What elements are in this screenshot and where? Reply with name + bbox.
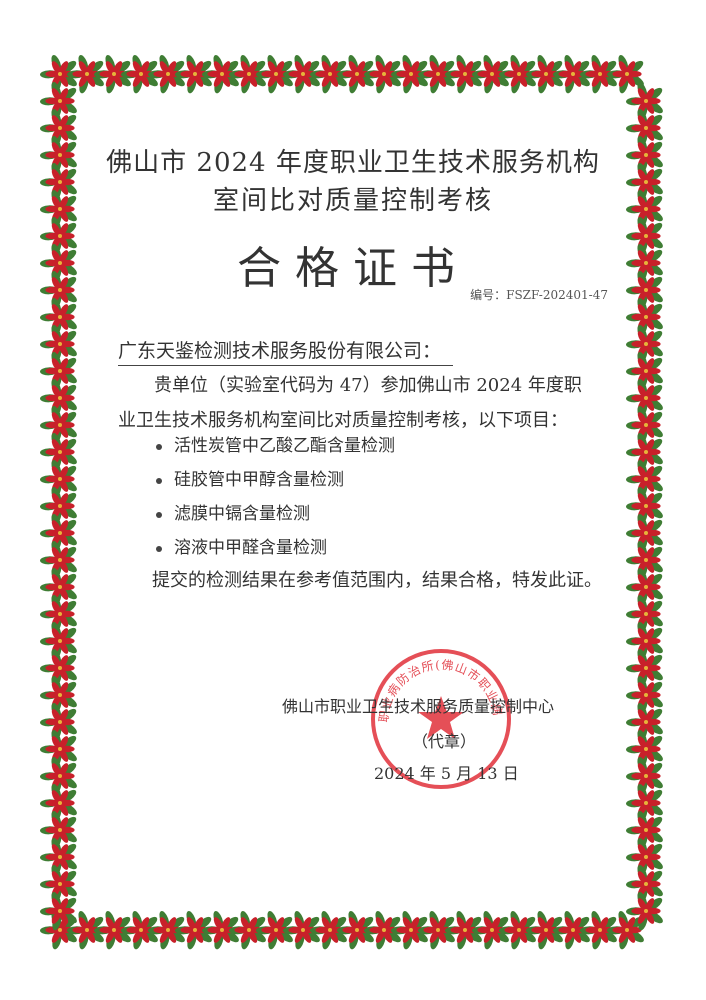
poinsettia-icon	[283, 911, 320, 950]
poinsettia-icon	[337, 55, 374, 94]
poinsettia-icon	[607, 55, 644, 94]
title-line-2: 室间比对质量控制考核	[212, 186, 493, 216]
acting-seal-note: （代章）	[412, 732, 477, 751]
poinsettia-icon	[626, 865, 663, 904]
bullet-icon	[156, 443, 162, 450]
poinsettia-icon	[391, 911, 428, 950]
poinsettia-icon	[40, 649, 77, 688]
poinsettia-icon	[40, 487, 77, 526]
poinsettia-icon	[40, 55, 77, 94]
poinsettia-icon	[626, 622, 663, 661]
title-line-1: 佛山市 2024 年度职业卫生技术服务机构	[106, 148, 600, 178]
issue-date: 2024 年 5 月 13 日	[374, 764, 519, 783]
list-item: 硅胶管中甲醇含量检测	[156, 464, 395, 498]
poinsettia-icon	[202, 911, 239, 950]
poinsettia-icon	[175, 911, 212, 950]
bullet-icon	[156, 545, 162, 552]
issuer-name: 佛山市职业卫生技术服务质量控制中心	[282, 697, 555, 716]
poinsettia-icon	[148, 911, 185, 950]
poinsettia-icon	[310, 55, 347, 94]
poinsettia-icon	[94, 911, 131, 950]
poinsettia-icon	[337, 911, 374, 950]
poinsettia-icon	[626, 703, 663, 742]
poinsettia-icon	[40, 82, 77, 121]
poinsettia-icon	[283, 55, 320, 94]
bullet-icon	[156, 477, 162, 484]
serial-number: 编号：FSZF-202401-47	[470, 288, 608, 302]
poinsettia-icon	[553, 55, 590, 94]
poinsettia-icon	[229, 55, 266, 94]
body-paragraph: 贵单位（实验室代码为 47）参加佛山市 2024 年度职业卫生技术服务机构室间比…	[118, 375, 582, 431]
poinsettia-icon	[310, 911, 347, 950]
poinsettia-icon	[499, 911, 536, 950]
poinsettia-icon	[40, 838, 77, 877]
list-item: 溶液中甲醛含量检测	[156, 532, 395, 566]
poinsettia-icon	[626, 136, 663, 175]
poinsettia-icon	[40, 703, 77, 742]
poinsettia-icon	[626, 811, 663, 850]
poinsettia-icon	[472, 55, 509, 94]
poinsettia-icon	[607, 911, 644, 950]
poinsettia-icon	[40, 568, 77, 607]
poinsettia-icon	[391, 55, 428, 94]
poinsettia-icon	[499, 55, 536, 94]
closing-statement: 提交的检测结果在参考值范围内，结果合格，特发此证。	[152, 570, 602, 591]
bullet-icon	[156, 511, 162, 518]
recipient-name: 广东天鉴检测技术服务股份有限公司：	[118, 336, 454, 366]
list-item: 活性炭管中乙酸乙酯含量检测	[156, 430, 395, 464]
poinsettia-icon	[40, 541, 77, 580]
poinsettia-icon	[418, 55, 455, 94]
poinsettia-icon	[626, 406, 663, 445]
poinsettia-icon	[626, 892, 663, 931]
list-item: 滤膜中镉含量检测	[156, 498, 395, 532]
poinsettia-icon	[626, 676, 663, 715]
poinsettia-icon	[40, 676, 77, 715]
poinsettia-icon	[580, 911, 617, 950]
poinsettia-icon	[626, 460, 663, 499]
poinsettia-icon	[626, 514, 663, 553]
poinsettia-icon	[445, 911, 482, 950]
poinsettia-icon	[94, 55, 131, 94]
poinsettia-icon	[626, 163, 663, 202]
poinsettia-icon	[121, 911, 158, 950]
certificate-heading: 合格证书	[237, 243, 469, 294]
poinsettia-icon	[526, 55, 563, 94]
official-seal: 佛山市职业病防治所(佛山市职业病防治院)	[366, 644, 511, 789]
test-item-list: 活性炭管中乙酸乙酯含量检测 硅胶管中甲醇含量检测 滤膜中镉含量检测 溶液中甲醛含…	[156, 430, 395, 566]
poinsettia-icon	[364, 911, 401, 950]
poinsettia-icon	[229, 911, 266, 950]
poinsettia-icon	[445, 55, 482, 94]
poinsettia-icon	[148, 55, 185, 94]
star-icon	[418, 696, 464, 739]
poinsettia-icon	[626, 649, 663, 688]
poinsettia-icon	[626, 433, 663, 472]
poinsettia-icon	[175, 55, 212, 94]
poinsettia-icon	[40, 271, 77, 310]
poinsettia-icon	[67, 911, 104, 950]
poinsettia-icon	[40, 217, 77, 256]
poinsettia-icon	[202, 55, 239, 94]
poinsettia-icon	[121, 55, 158, 94]
poinsettia-icon	[40, 892, 77, 931]
